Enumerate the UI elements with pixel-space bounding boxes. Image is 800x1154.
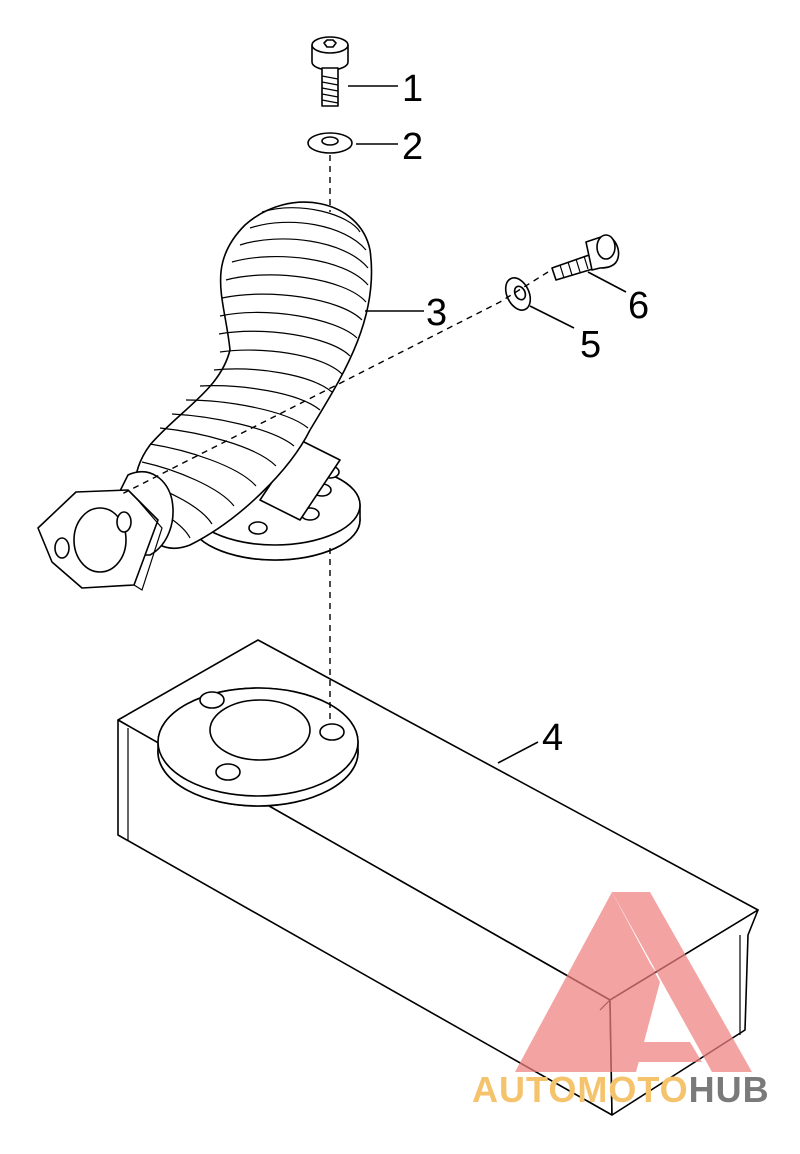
part-5-small-washer xyxy=(504,277,532,311)
leader-lines xyxy=(348,85,627,764)
part-1-bolt xyxy=(311,36,349,107)
watermark-triangle-icon xyxy=(515,892,752,1072)
callout-2: 2 xyxy=(402,126,423,168)
callout-4: 4 xyxy=(542,717,563,759)
part-3-flex-hose xyxy=(37,201,373,591)
watermark-logo: AUTOMOTOHUB xyxy=(472,892,770,1110)
wm-outer-triangle xyxy=(515,892,660,1072)
watermark-text: AUTOMOTOHUB xyxy=(472,1069,770,1110)
watermark-text-automoto: AUTOMOTO xyxy=(472,1069,689,1110)
part-4-base-box xyxy=(117,639,759,1116)
watermark-text-hub: HUB xyxy=(689,1069,770,1110)
part-2-washer xyxy=(307,132,353,154)
wm-inner-triangle xyxy=(560,950,656,1068)
callout-1: 1 xyxy=(402,68,423,110)
callout-3: 3 xyxy=(426,292,447,334)
assembly-lines xyxy=(119,155,549,720)
wm-right-arm xyxy=(612,892,752,1072)
callout-6: 6 xyxy=(628,285,649,327)
part-6-small-bolt xyxy=(551,234,620,281)
callout-5: 5 xyxy=(580,324,601,366)
